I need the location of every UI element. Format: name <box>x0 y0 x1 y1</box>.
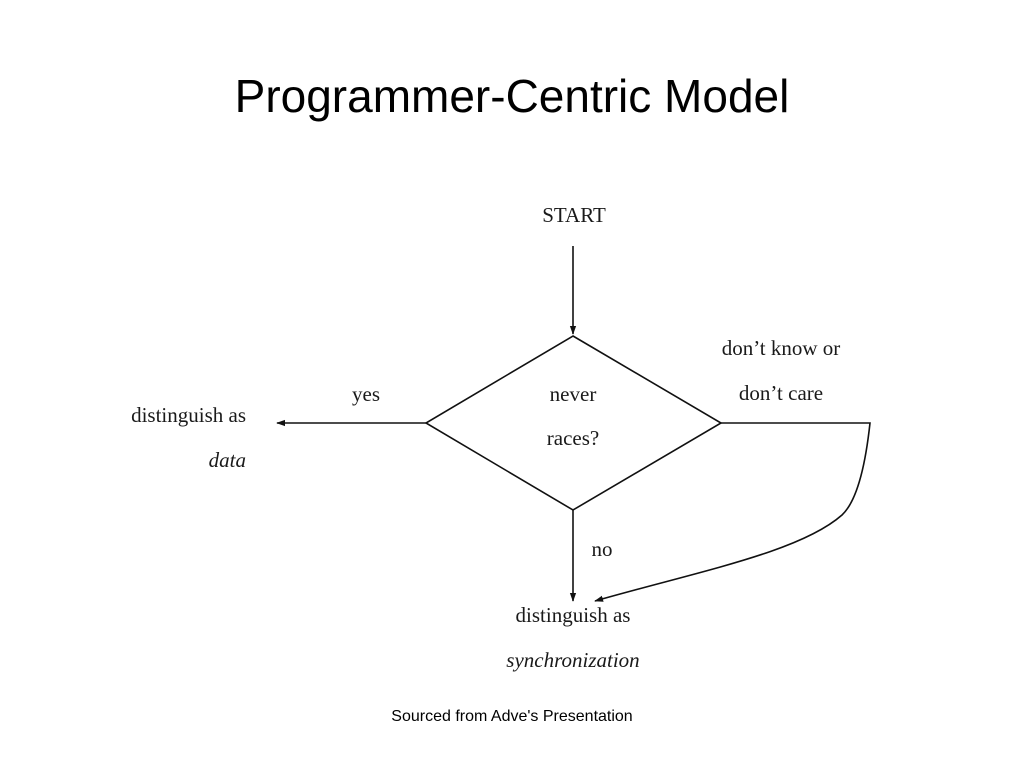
edge-no-label: no <box>592 537 613 561</box>
edge-dont-know-label-line1: don’t know or <box>722 336 841 360</box>
outcome-sync-line2: synchronization <box>506 648 639 672</box>
edge-dont-know-label-line2: don’t care <box>739 381 823 405</box>
start-node-label: START <box>542 203 606 227</box>
edge-dont-know-to-synchronization <box>594 422 871 602</box>
slide-title: Programmer-Centric Model <box>234 70 790 122</box>
decision-label-line1: never <box>550 382 597 406</box>
source-note: Sourced from Adve's Presentation <box>391 708 633 725</box>
outcome-data-line2: data <box>209 448 246 472</box>
decision-diamond <box>424 335 723 511</box>
edge-yes-label: yes <box>352 382 380 406</box>
outcome-sync-line1: distinguish as <box>516 603 631 627</box>
decision-label-line2: races? <box>547 426 599 450</box>
outcome-data-line1: distinguish as <box>131 403 246 427</box>
